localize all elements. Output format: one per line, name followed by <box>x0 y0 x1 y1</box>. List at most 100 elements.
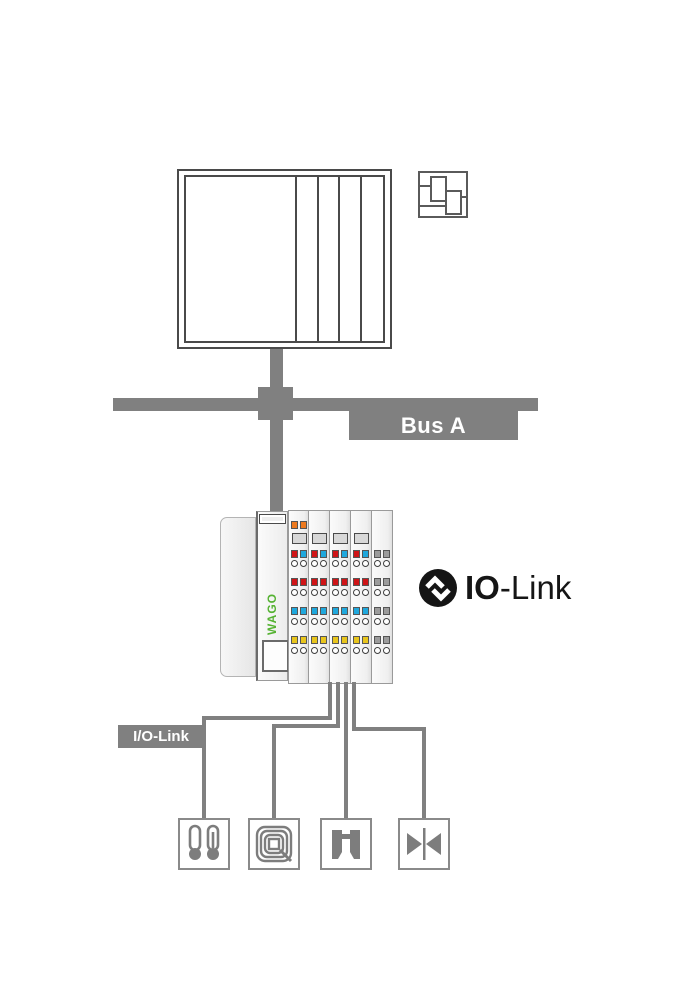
wire-4-stub <box>352 682 356 731</box>
bus-junction <box>258 387 293 420</box>
status-led-red <box>290 550 298 558</box>
io-link-port-label-text: I/O-Link <box>133 728 189 745</box>
coupler-display <box>259 514 286 524</box>
wago-coupler-body <box>220 517 256 677</box>
terminal-contact <box>311 618 318 625</box>
status-led-gray <box>383 636 390 644</box>
terminal-contact <box>332 560 339 567</box>
device-gripper <box>320 818 372 870</box>
terminal-contact <box>290 647 298 654</box>
wire-2-horizontal <box>272 724 340 728</box>
device-temperature-sensor <box>178 818 230 870</box>
wire-4-vertical <box>422 727 426 818</box>
status-led-cyan <box>299 550 307 558</box>
io-module-slice <box>351 511 372 683</box>
terminal-contact <box>290 589 298 596</box>
status-led-orange <box>290 521 298 529</box>
status-led-red <box>311 578 318 586</box>
terminal-contact <box>383 589 390 596</box>
terminal-contact <box>362 618 369 625</box>
terminal-contact <box>353 618 360 625</box>
bus-label-text: Bus A <box>400 412 467 438</box>
terminal-contact <box>299 589 307 596</box>
terminal-contact <box>290 618 298 625</box>
wire-1-stub <box>328 682 332 720</box>
status-led-cyan <box>362 550 369 558</box>
io-module-slice <box>372 511 393 683</box>
terminal-contact <box>374 618 381 625</box>
status-led-gray <box>383 607 390 615</box>
terminal-contact <box>362 647 369 654</box>
io-link-circle-icon <box>419 569 457 607</box>
terminal-contact <box>311 589 318 596</box>
terminal-contact <box>290 560 298 567</box>
io-module-slices <box>288 510 393 684</box>
status-led-cyan <box>332 607 339 615</box>
status-led-cyan <box>320 607 327 615</box>
wire-3-vertical <box>344 682 348 818</box>
controller-slot-divider <box>295 175 297 343</box>
rfid-coil-icon <box>255 825 293 863</box>
status-led-yellow <box>332 636 339 644</box>
wire-2-vertical <box>272 724 276 818</box>
wire-1-horizontal <box>202 716 332 720</box>
thermometer-icon <box>188 824 220 860</box>
status-led-cyan <box>320 550 327 558</box>
status-led-yellow <box>290 636 298 644</box>
coupler-service-slot <box>262 640 289 672</box>
status-led-yellow <box>311 636 318 644</box>
controller-slot-divider <box>338 175 340 343</box>
terminal-contact <box>374 589 381 596</box>
io-link-port-label: I/O-Link <box>118 725 204 748</box>
status-led-cyan <box>353 607 360 615</box>
status-led-red <box>311 550 318 558</box>
module-label-field <box>311 533 327 544</box>
module-label-field <box>291 533 307 544</box>
status-led-red <box>353 578 360 586</box>
controller-slot-divider <box>360 175 362 343</box>
terminal-contact <box>374 647 381 654</box>
status-led-gray <box>374 607 381 615</box>
controller-slot-divider <box>317 175 319 343</box>
status-led-red <box>341 578 348 586</box>
terminal-contact <box>311 647 318 654</box>
terminal-contact <box>383 560 390 567</box>
terminal-contact <box>341 618 348 625</box>
io-module-slice <box>288 511 309 683</box>
status-led-gray <box>374 578 381 586</box>
wago-logo: WAGO <box>265 593 279 635</box>
status-led-gray <box>383 578 390 586</box>
status-led-gray <box>374 550 381 558</box>
terminal-contact <box>353 560 360 567</box>
status-led-orange <box>299 521 307 529</box>
status-led-yellow <box>362 636 369 644</box>
terminal-contact <box>320 647 327 654</box>
status-led-cyan <box>290 607 298 615</box>
wire-4-horizontal <box>352 727 426 731</box>
status-led-gray <box>383 550 390 558</box>
module-label-field <box>353 533 369 544</box>
terminal-contact <box>320 560 327 567</box>
io-module-slice <box>330 511 351 683</box>
status-led-red <box>299 578 307 586</box>
terminal-contact <box>362 560 369 567</box>
status-led-gray <box>374 636 381 644</box>
terminal-contact <box>362 589 369 596</box>
terminal-contact <box>353 589 360 596</box>
status-led-red <box>332 550 339 558</box>
io-link-logo: IO-Link <box>419 569 579 607</box>
terminal-contact <box>320 589 327 596</box>
status-led-red <box>362 578 369 586</box>
terminal-contact <box>383 618 390 625</box>
terminal-contact <box>341 647 348 654</box>
status-led-cyan <box>299 607 307 615</box>
valve-icon <box>407 828 441 860</box>
status-led-red <box>290 578 298 586</box>
terminal-contact <box>353 647 360 654</box>
io-link-wordmark: IO-Link <box>465 569 572 606</box>
terminal-contact <box>311 560 318 567</box>
status-led-yellow <box>353 636 360 644</box>
wire-1-vertical <box>202 716 206 818</box>
status-led-yellow <box>341 636 348 644</box>
module-label-field <box>332 533 348 544</box>
